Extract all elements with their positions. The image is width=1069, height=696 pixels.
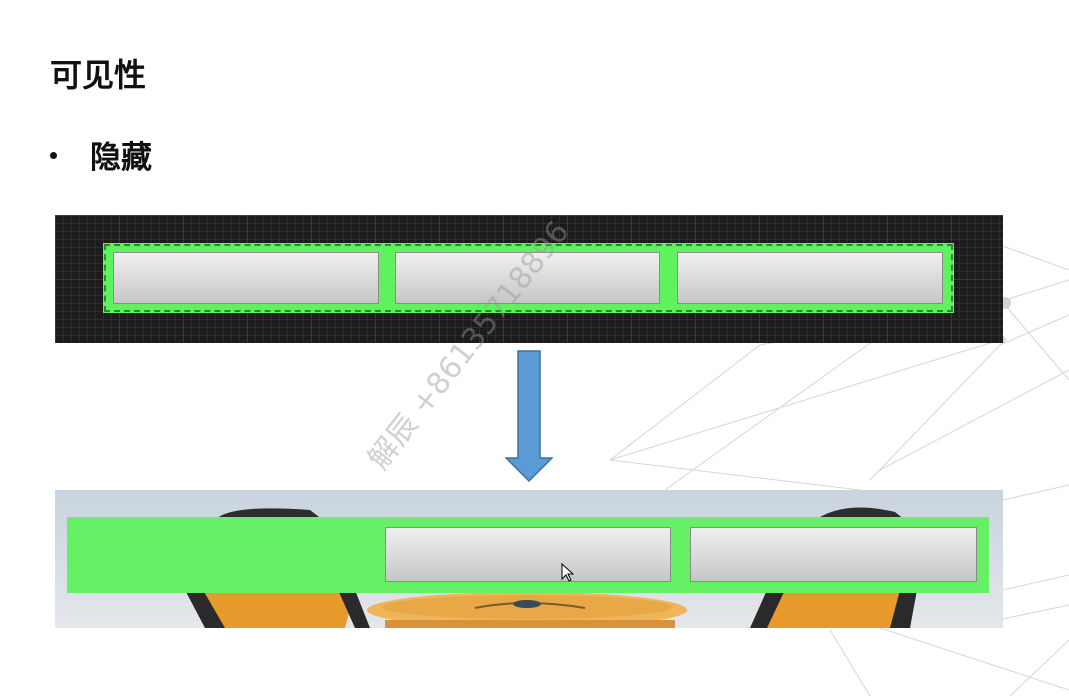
mouse-pointer-icon [561,563,574,582]
slide-title: 可见性 [50,56,147,94]
runtime-preview [55,490,1003,628]
bullet-dot [50,152,57,159]
button-runtime-2[interactable] [385,527,671,582]
horizontal-box-runtime[interactable] [67,517,989,593]
button-widget-1[interactable] [113,252,379,304]
button-runtime-3[interactable] [690,527,977,582]
button-widget-2[interactable] [395,252,660,304]
button-widget-3[interactable] [677,252,943,304]
bullet-item: 隐藏 [50,132,152,177]
bullet-text: 隐藏 [90,140,152,176]
designer-canvas [55,215,1003,343]
horizontal-box-widget[interactable] [103,243,954,313]
down-arrow-icon [505,350,553,482]
